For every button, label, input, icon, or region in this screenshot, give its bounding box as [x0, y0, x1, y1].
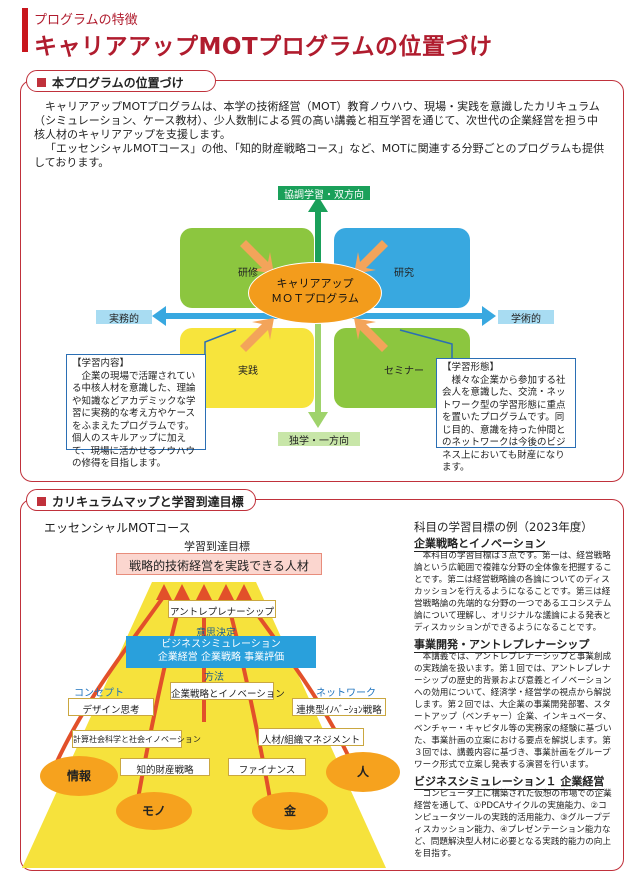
quadrant-label-practice: 実践	[238, 366, 258, 377]
example-1-name: 企業戦略とイノベーション	[414, 537, 546, 552]
bullet-icon	[37, 78, 46, 87]
axis-up-shaft	[315, 208, 321, 308]
callout-right-connector	[399, 329, 453, 362]
callout-learning-style-title: 【学習形態】	[442, 362, 500, 373]
section-positioning-heading-text: 本プログラムの位置づけ	[52, 76, 184, 90]
example-2-name: 事業開発・アントレプレナーシップ	[414, 638, 590, 653]
arrow-diag-bottom-right	[354, 318, 388, 352]
block-business-simulation: ビジネスシミュレーション 企業経営 企業戦略 事業評価	[126, 636, 316, 668]
block-design-thinking: デザイン思考	[68, 698, 154, 716]
label-decision: 意思決定	[196, 628, 236, 639]
axis-up-head	[308, 196, 328, 212]
resource-person: 人	[326, 752, 400, 792]
example-1-body: 本科目の学習目標は３点です。第一は、経営戦略論という広範囲で複雑な分野の全体像を…	[414, 551, 612, 633]
arrow-curve-left	[52, 594, 166, 769]
section-curriculum-heading: カリキュラムマップと学習到達目標	[26, 489, 256, 511]
center-label-line1: キャリアアップ	[276, 277, 354, 290]
quadrant-label-research: 研究	[394, 268, 414, 279]
goal-box: 戦略的技術経営を実践できる人材	[116, 553, 322, 575]
intro-text: キャリアアップMOTプログラムは、本学の技術経営（MOT）教育ノウハウ、現場・実…	[34, 100, 608, 170]
arrowhead-4	[218, 584, 234, 600]
section-curriculum-panel	[20, 499, 624, 871]
axis-down-shaft	[315, 318, 321, 416]
label-network: ネットワーク	[316, 688, 376, 699]
axis-label-right: 学術的	[498, 310, 554, 325]
resource-money: 金	[252, 792, 328, 830]
arrowhead-3	[196, 584, 212, 600]
callout-learning-content: 【学習内容】 企業の現場で活躍されている中核人材を意識した、理論や知識などアカデ…	[66, 354, 206, 469]
block-collab-innovation: 連携型ｲﾉﾍﾞｰｼｮﾝ戦略	[292, 698, 386, 716]
block-social-innovation: 計算社会科学と社会イノベーション	[72, 730, 201, 748]
intro-paragraph-1: キャリアアップMOTプログラムは、本学の技術経営（MOT）教育ノウハウ、現場・実…	[34, 100, 600, 141]
axis-label-bottom: 独学・一方向	[278, 432, 360, 447]
callout-learning-style: 【学習形態】 様々な企業から参加する社会人を意識した、交流・ネットワーク型の学習…	[436, 358, 576, 473]
example-3-name: ビジネスシミュレーション１ 企業経営	[414, 775, 605, 790]
section-positioning-panel	[20, 80, 624, 482]
header-accent-bar	[22, 8, 28, 52]
goal-heading: 学習到達目標	[184, 540, 250, 553]
arrow-diag-top-left	[240, 240, 274, 274]
axis-right-shaft	[318, 313, 486, 319]
intro-paragraph-2: 「エッセンシャルMOTコース」の他、「知的財産戦略コース」など、MOTに関連する…	[34, 142, 605, 169]
example-3-body: コンピュータ上に構築された仮想の市場での企業経営を通して、①PDCAサイクルの実…	[414, 789, 612, 859]
callout-left-connector	[204, 329, 237, 360]
label-method: 方法	[204, 672, 224, 683]
block-finance: ファイナンス	[228, 758, 306, 776]
example-2-body: 本講義では、アントレプレナーシップと事業創成の実践論を扱います。第１回では、アン…	[414, 652, 612, 770]
converging-arrows	[240, 240, 388, 352]
section-positioning-heading: 本プログラムの位置づけ	[26, 70, 216, 92]
quadrant-label-training: 研修	[238, 268, 258, 279]
label-concept: コンセプト	[74, 688, 124, 699]
arrowhead-5	[236, 584, 252, 600]
block-hr-management: 人材/組織マネジメント	[258, 728, 364, 746]
resource-info: 情報	[40, 756, 118, 796]
arrow-diag-top-right	[354, 240, 388, 274]
center-program-ellipse: キャリアアップ ＭＯＴプログラム	[248, 262, 382, 324]
examples-title: 科目の学習目標の例（2023年度）	[414, 520, 593, 534]
block-strategy-innovation: 企業戦略とイノベーション	[170, 682, 285, 700]
block-business-simulation-title: ビジネスシミュレーション	[161, 639, 281, 650]
axis-down-head	[308, 412, 328, 428]
axis-label-left: 実務的	[96, 310, 152, 325]
block-entrepreneurship: アントレプレナーシップ	[168, 600, 276, 618]
page-title: キャリアアップMOTプログラムの位置づけ	[34, 34, 493, 60]
axis-left-head	[152, 306, 166, 326]
axis-right-head	[482, 306, 496, 326]
arrowhead-1	[156, 584, 172, 600]
pyramid-arrowheads	[156, 584, 252, 600]
center-label-line2: ＭＯＴプログラム	[271, 292, 359, 305]
bullet-icon	[37, 497, 46, 506]
course-title: エッセンシャルMOTコース	[44, 521, 191, 535]
callout-learning-content-body: 企業の現場で活躍されている中核人材を意識した、理論や知識などアカデミックな学習に…	[72, 370, 196, 470]
section-curriculum-heading-text: カリキュラムマップと学習到達目標	[52, 495, 244, 509]
axis-label-top: 協調学習・双方向	[278, 186, 370, 201]
quadrant-label-seminar: セミナー	[384, 366, 424, 377]
callout-learning-style-body: 様々な企業から参加する社会人を意識した、交流・ネットワーク型の学習形態に重点を置…	[442, 374, 566, 474]
arrowhead-2	[174, 584, 190, 600]
block-business-simulation-sub: 企業経営 企業戦略 事業評価	[157, 652, 285, 663]
axis-left-shaft	[162, 313, 318, 319]
arrow-diag-bottom-left	[240, 318, 274, 352]
header-subtitle: プログラムの特徴	[34, 13, 138, 28]
callout-learning-content-title: 【学習内容】	[72, 358, 130, 369]
resource-thing: モノ	[116, 792, 192, 830]
block-ip-strategy: 知的財産戦略	[120, 758, 210, 776]
